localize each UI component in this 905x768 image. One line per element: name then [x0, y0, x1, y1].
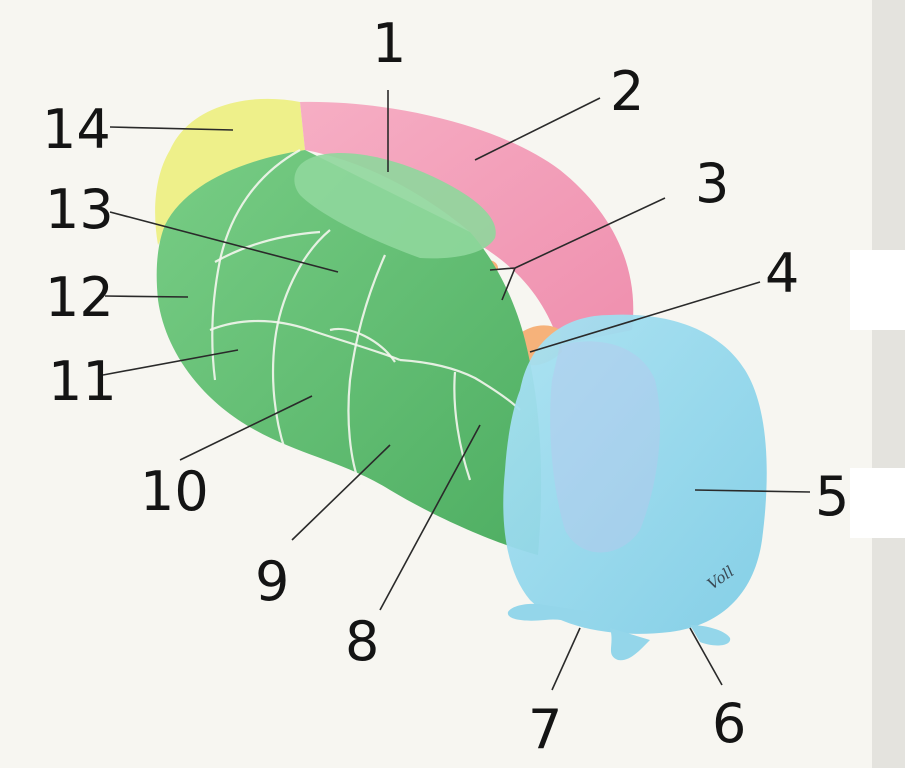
label-2: 2: [610, 60, 644, 123]
seam-3: [347, 254, 387, 486]
leader-4: [529, 281, 761, 353]
seam-2: [271, 229, 331, 451]
seam-7: [453, 371, 472, 481]
label-6: 6: [712, 692, 746, 755]
label-14: 14: [42, 98, 111, 161]
page-edge-tab: [850, 250, 905, 330]
region-blue-inner: [550, 341, 660, 553]
label-10: 10: [140, 460, 209, 523]
leader-9: [291, 444, 391, 541]
label-1: 1: [372, 12, 406, 75]
label-7: 7: [528, 698, 562, 761]
leader-3: [489, 197, 666, 301]
label-8: 8: [345, 610, 379, 673]
process-center: [610, 628, 650, 661]
seam-6: [399, 358, 521, 411]
page-edge: [872, 0, 905, 768]
label-5: 5: [815, 465, 849, 528]
leader-7: [551, 627, 581, 691]
label-4: 4: [765, 242, 799, 305]
label-9: 9: [255, 550, 289, 613]
leader-2: [474, 97, 601, 161]
leader-11: [102, 349, 239, 376]
process-right: [690, 625, 731, 646]
leader-8: [379, 424, 481, 611]
leader-6: [689, 627, 723, 686]
label-3: 3: [695, 152, 729, 215]
leader-5: [694, 489, 811, 493]
seam-4: [209, 319, 401, 362]
process-left: [507, 603, 590, 628]
page-edge-tab: [850, 468, 905, 538]
region-green-ridge: [294, 153, 496, 259]
leader-14: [109, 126, 234, 131]
leader-13: [109, 211, 339, 273]
seam-5: [214, 230, 321, 263]
label-12: 12: [45, 266, 114, 329]
leader-10: [179, 395, 313, 461]
region-blue: [503, 314, 767, 634]
label-13: 13: [45, 178, 114, 241]
label-11: 11: [48, 350, 117, 413]
seam-8: [329, 327, 396, 363]
leader-12: [104, 295, 189, 298]
